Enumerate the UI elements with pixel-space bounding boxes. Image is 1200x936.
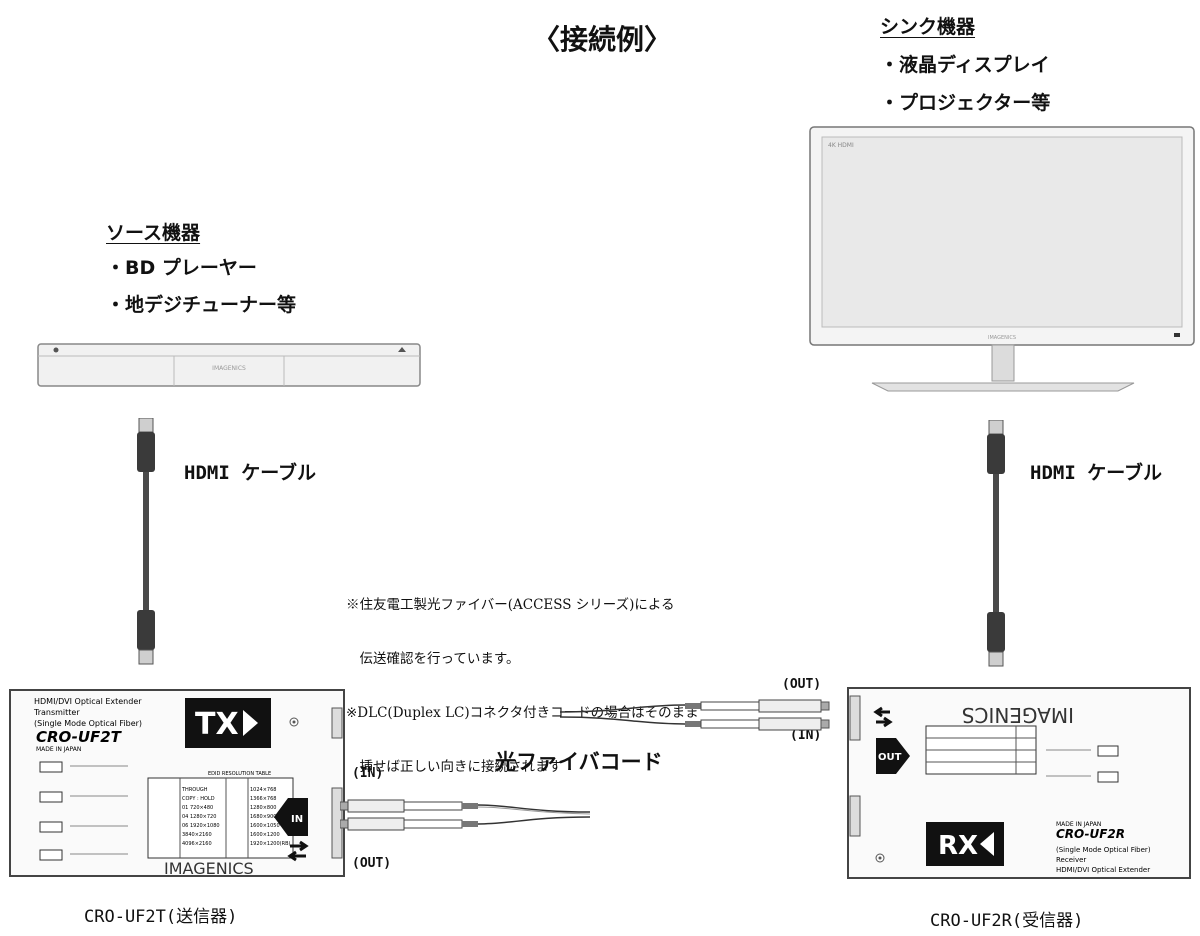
hdmi-cable-left — [137, 418, 155, 665]
hdmi-cable-right — [987, 420, 1005, 667]
rx-device-illustration: IMAGENICS RX CRO-UF2R MADE IN JAPAN (Sin… — [847, 687, 1191, 879]
svg-text:COPY : HOLD: COPY : HOLD — [182, 796, 215, 802]
svg-text:04 1280×720: 04 1280×720 — [182, 814, 216, 820]
rx-out-arrow-text: OUT — [878, 752, 902, 763]
svg-text:(Single Mode Optical Fiber): (Single Mode Optical Fiber) — [1056, 846, 1151, 854]
svg-text:3840×2160: 3840×2160 — [182, 832, 212, 838]
right-cable-label: HDMI ケーブル — [1030, 462, 1163, 484]
svg-text:1024×768: 1024×768 — [250, 787, 276, 793]
monitor-illustration: 4K HDMI IMAGENICS — [809, 126, 1195, 392]
source-heading: ソース機器 — [106, 222, 201, 244]
svg-text:1680×900: 1680×900 — [250, 814, 276, 820]
svg-text:HDMI/DVI Optical Extender: HDMI/DVI Optical Extender — [34, 697, 142, 706]
rx-model-name: CRO-UF2R — [1056, 827, 1125, 841]
note-line: ※住友電工製光ファイバー(ACCESS シリーズ)による — [346, 597, 675, 613]
notes-block: ※住友電工製光ファイバー(ACCESS シリーズ)による 伝送確認を行っています… — [346, 560, 699, 794]
sink-heading: シンク機器 — [880, 16, 976, 38]
rx-badge: RX — [938, 831, 978, 861]
tx-in-arrow-text: IN — [291, 814, 303, 825]
svg-text:HDMI/DVI Optical Extender: HDMI/DVI Optical Extender — [1056, 866, 1150, 874]
svg-text:THROUGH: THROUGH — [181, 787, 208, 793]
svg-text:4096×2160: 4096×2160 — [182, 841, 212, 847]
rx-fiber-cord — [560, 699, 830, 731]
tx-in-label: (IN) — [352, 766, 384, 781]
note-line: 挿せば正しい向きに接続されます — [346, 759, 562, 775]
svg-text:1600×1200: 1600×1200 — [250, 832, 280, 838]
svg-text:06 1920×1080: 06 1920×1080 — [182, 823, 220, 829]
tx-model-name: CRO-UF2T — [36, 728, 123, 746]
svg-text:1920×1200(RB): 1920×1200(RB) — [250, 841, 290, 847]
left-cable-label: HDMI ケーブル — [184, 462, 317, 484]
note-line: ※DLC(Duplex LC)コネクタ付きコードの場合はそのまま — [346, 705, 699, 721]
svg-text:1280×800: 1280×800 — [250, 805, 276, 811]
fiber-cord-label: 光ファイバコード — [495, 750, 663, 774]
player-logo: IMAGENICS — [212, 365, 246, 372]
svg-text:Transmitter: Transmitter — [33, 708, 80, 717]
source-item-tuner: ・地デジチューナー等 — [106, 294, 297, 316]
note-line: 伝送確認を行っています。 — [346, 651, 520, 667]
rx-out-label: (OUT) — [782, 677, 822, 692]
svg-text:MADE IN JAPAN: MADE IN JAPAN — [1056, 821, 1101, 828]
rx-caption: CRO-UF2R(受信器) — [930, 911, 1084, 931]
svg-text:MADE IN JAPAN: MADE IN JAPAN — [36, 746, 81, 753]
tx-brand: IMAGENICS — [164, 859, 254, 878]
rx-in-label: (IN) — [790, 728, 822, 743]
sink-item-lcd: ・液晶ディスプレイ — [880, 54, 1050, 76]
sink-item-projector: ・プロジェクター等 — [880, 92, 1051, 114]
rx-brand: IMAGENICS — [962, 703, 1074, 727]
svg-text:EDID RESOLUTION TABLE: EDID RESOLUTION TABLE — [208, 771, 271, 777]
svg-text:01 720×480: 01 720×480 — [182, 805, 213, 811]
tx-out-label: (OUT) — [352, 856, 392, 871]
monitor-corner-text: 4K HDMI — [828, 142, 854, 149]
page-title: 〈接続例〉 — [532, 23, 673, 56]
tx-badge: TX — [195, 707, 239, 742]
monitor-logo: IMAGENICS — [988, 335, 1016, 341]
tx-caption: CRO-UF2T(送信器) — [84, 907, 238, 927]
svg-text:1366×768: 1366×768 — [250, 796, 276, 802]
tx-fiber-cord — [340, 799, 590, 831]
source-item-bd: ・BD プレーヤー — [106, 257, 257, 279]
tx-device-illustration: HDMI/DVI Optical Extender Transmitter (S… — [9, 689, 345, 878]
svg-text:1600×1050: 1600×1050 — [250, 823, 280, 829]
svg-text:(Single Mode Optical Fiber): (Single Mode Optical Fiber) — [34, 719, 142, 728]
bd-player-illustration: IMAGENICS — [37, 343, 421, 387]
svg-text:Receiver: Receiver — [1056, 856, 1086, 864]
